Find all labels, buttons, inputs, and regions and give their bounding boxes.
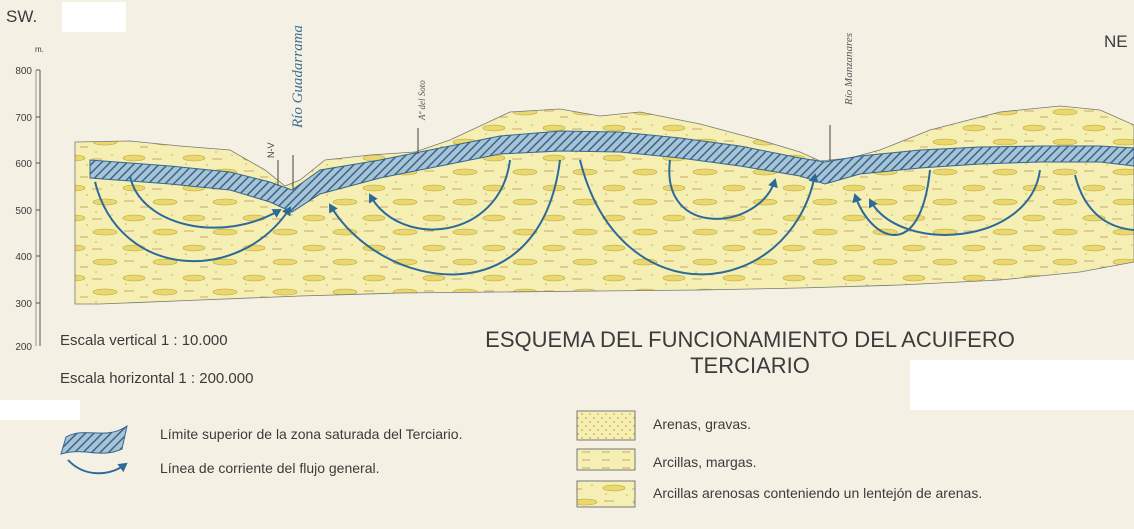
flow-line xyxy=(368,159,511,231)
scale-tick-300: 300 xyxy=(15,299,32,310)
orientation-sw-label: SW. xyxy=(6,7,37,26)
flow-line xyxy=(129,175,282,229)
rio-guadarrama-label: Río Guadarrama xyxy=(290,25,306,129)
legend-flow-line-text: Línea de corriente del flujo general. xyxy=(160,460,379,476)
flow-lines xyxy=(94,159,1134,276)
nv-label: N-V xyxy=(266,143,276,159)
legend-flow-arrow-symbol xyxy=(67,459,128,475)
legend-left: Límite superior de la zona saturada del … xyxy=(60,424,462,476)
scale-tick-800: 800 xyxy=(15,66,32,77)
scale-unit-label: m. xyxy=(35,45,44,54)
legend-clay-symbol xyxy=(576,448,636,471)
flow-line xyxy=(328,159,561,276)
scale-ticks xyxy=(36,69,40,304)
horizontal-scale-text: Escala horizontal 1 : 200.000 xyxy=(60,370,253,387)
legend-sand-symbol xyxy=(576,410,636,441)
orientation-ne-label: NE xyxy=(1104,32,1128,51)
flow-line xyxy=(94,181,292,263)
scale-tick-400: 400 xyxy=(15,252,32,263)
legend-saturated-zone-text: Límite superior de la zona saturada del … xyxy=(160,426,462,442)
flow-line xyxy=(668,159,778,220)
white-patch xyxy=(62,2,126,32)
rio-manzanares-label: Río Manzanares xyxy=(843,33,855,106)
scale-tick-200: 200 xyxy=(15,342,32,353)
flow-line xyxy=(579,159,819,276)
diagram-title-line2: TERCIARIO xyxy=(690,353,810,378)
legend-sandy-clay-symbol xyxy=(576,480,636,508)
flow-line xyxy=(1074,174,1134,231)
flow-line xyxy=(868,169,1041,236)
legend-clay-text: Arcillas, margas. xyxy=(653,454,756,470)
saturated-zone-band xyxy=(89,130,1134,213)
white-patch xyxy=(0,400,80,420)
white-patch xyxy=(910,360,1134,410)
legend-hatch-symbol xyxy=(60,424,128,455)
flow-line xyxy=(852,169,931,236)
scale-tick-700: 700 xyxy=(15,113,32,124)
legend-sand-text: Arenas, gravas. xyxy=(653,416,751,432)
legend-right: Arenas, gravas. Arcillas, margas. Arcill… xyxy=(576,410,982,508)
arroyo-soto-label: Aº del Soto xyxy=(417,80,427,121)
legend-sandy-clay-text: Arcillas arenosas conteniendo un lentejó… xyxy=(653,485,982,501)
scale-tick-600: 600 xyxy=(15,159,32,170)
vertical-scale-text: Escala vertical 1 : 10.000 xyxy=(60,332,228,349)
diagram-title-line1: ESQUEMA DEL FUNCIONAMIENTO DEL ACUIFERO xyxy=(485,327,1015,352)
scale-tick-500: 500 xyxy=(15,206,32,217)
